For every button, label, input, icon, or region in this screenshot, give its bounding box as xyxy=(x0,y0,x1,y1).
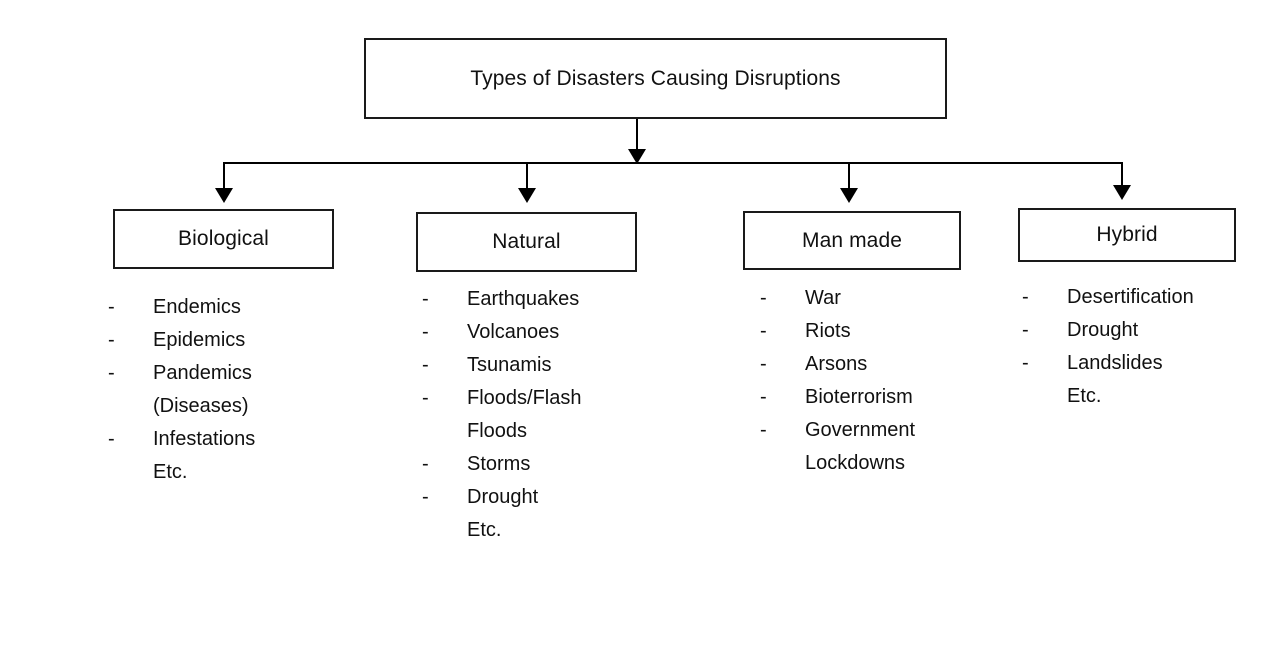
list-item: Etc. xyxy=(1022,380,1280,413)
list-item-label-man-made: Lockdowns xyxy=(805,452,906,474)
bullet-dash-icon: - xyxy=(108,362,115,384)
list-item: Floods xyxy=(422,415,722,448)
list-item-label-natural: Earthquakes xyxy=(467,288,580,310)
bullet-dash-icon xyxy=(760,447,805,480)
list-item: - Epidemics xyxy=(108,324,408,357)
category-label-biological: Biological xyxy=(178,227,269,251)
list-item-label-natural: Floods/Flash xyxy=(467,387,582,409)
list-item-label-natural: Volcanoes xyxy=(467,321,560,343)
category-box-man-made[interactable]: Man made xyxy=(743,211,961,270)
list-item-label-biological: Epidemics xyxy=(153,329,246,351)
category-box-biological[interactable]: Biological xyxy=(113,209,334,269)
list-item-label-hybrid: Landslides xyxy=(1067,352,1163,374)
category-label-hybrid: Hybrid xyxy=(1096,223,1158,247)
list-item: - Earthquakes xyxy=(422,283,722,316)
bullet-dash-icon: - xyxy=(422,486,429,508)
bullet-dash-icon: - xyxy=(422,354,429,376)
bullet-dash-icon xyxy=(422,514,467,547)
list-item: - Volcanoes xyxy=(422,316,722,349)
list-item: - Bioterrorism xyxy=(760,381,1040,414)
bullet-dash-icon xyxy=(422,415,467,448)
list-item-label-man-made: Government xyxy=(805,419,916,441)
branch-arrow-natural-icon xyxy=(518,188,536,203)
bullet-dash-icon: - xyxy=(422,453,429,475)
bullet-dash-icon: - xyxy=(422,387,429,409)
bullet-dash-icon xyxy=(108,390,153,423)
item-list-biological: - Endemics - Epidemics - Pandemics (Diseases)… xyxy=(108,291,408,489)
root-stem-arrow-icon xyxy=(628,149,646,164)
root-node-box[interactable]: Types of Disasters Causing Disruptions xyxy=(364,38,947,119)
category-box-hybrid[interactable]: Hybrid xyxy=(1018,208,1236,262)
bullet-dash-icon: - xyxy=(108,329,115,351)
bullet-dash-icon xyxy=(1022,380,1067,413)
list-item: - Arsons xyxy=(760,348,1040,381)
branch-line-biological xyxy=(223,162,225,192)
bullet-dash-icon: - xyxy=(108,296,115,318)
list-item: Lockdowns xyxy=(760,447,1040,480)
list-item-label-natural: Tsunamis xyxy=(467,354,552,376)
branch-line-natural xyxy=(526,162,528,192)
list-item-label-biological: Pandemics xyxy=(153,362,252,384)
list-item-label-natural: Floods xyxy=(467,420,528,442)
list-item: - Drought xyxy=(1022,314,1280,347)
distribution-bus-line xyxy=(224,162,1123,164)
list-item: - Endemics xyxy=(108,291,408,324)
list-item-label-biological: Infestations xyxy=(153,428,256,450)
list-item: (Diseases) xyxy=(108,390,408,423)
list-item-label-hybrid: Desertification xyxy=(1067,286,1194,308)
item-list-natural: - Earthquakes - Volcanoes - Tsunamis - Floods/F… xyxy=(422,283,722,547)
list-item: - Infestations xyxy=(108,423,408,456)
bullet-dash-icon: - xyxy=(760,353,767,375)
list-item: - Government xyxy=(760,414,1040,447)
list-item-label-biological: (Diseases) xyxy=(153,395,249,417)
bullet-dash-icon: - xyxy=(1022,352,1029,374)
root-node-label: Types of Disasters Causing Disruptions xyxy=(470,66,841,90)
list-item-label-biological: Etc. xyxy=(153,461,188,483)
list-item-label-natural: Drought xyxy=(467,486,539,508)
list-item: - Landslides xyxy=(1022,347,1280,380)
list-item: - Desertification xyxy=(1022,281,1280,314)
list-item: - Pandemics xyxy=(108,357,408,390)
bullet-dash-icon: - xyxy=(422,321,429,343)
list-item-label-man-made: War xyxy=(805,287,841,309)
bullet-dash-icon: - xyxy=(760,320,767,342)
list-item-label-hybrid: Drought xyxy=(1067,319,1139,341)
list-item-label-man-made: Arsons xyxy=(805,353,868,375)
bullet-dash-icon: - xyxy=(1022,286,1029,308)
bullet-dash-icon: - xyxy=(760,386,767,408)
category-label-natural: Natural xyxy=(492,230,561,254)
list-item-label-man-made: Riots xyxy=(805,320,851,342)
list-item: - Tsunamis xyxy=(422,349,722,382)
branch-line-hybrid xyxy=(1121,162,1123,189)
bullet-dash-icon: - xyxy=(108,428,115,450)
list-item-label-natural: Etc. xyxy=(467,519,502,541)
list-item: - Drought xyxy=(422,481,722,514)
list-item: - Floods/Flash xyxy=(422,382,722,415)
bullet-dash-icon xyxy=(108,456,153,489)
root-stem-line xyxy=(636,119,638,153)
item-list-man-made: - War - Riots - Arsons - Bioterrorism - Governmen… xyxy=(760,282,1040,480)
list-item: - Riots xyxy=(760,315,1040,348)
branch-arrow-man-made-icon xyxy=(840,188,858,203)
bullet-dash-icon: - xyxy=(760,419,767,441)
list-item-label-hybrid: Etc. xyxy=(1067,385,1102,407)
list-item: - War xyxy=(760,282,1040,315)
bullet-dash-icon: - xyxy=(1022,319,1029,341)
list-item-label-natural: Storms xyxy=(467,453,531,475)
bullet-dash-icon: - xyxy=(422,288,429,310)
branch-arrow-biological-icon xyxy=(215,188,233,203)
branch-arrow-hybrid-icon xyxy=(1113,185,1131,200)
list-item-label-man-made: Bioterrorism xyxy=(805,386,913,408)
item-list-hybrid: - Desertification - Drought - Landslides Etc. xyxy=(1022,281,1280,413)
list-item: Etc. xyxy=(108,456,408,489)
branch-line-man-made xyxy=(848,162,850,192)
list-item: - Storms xyxy=(422,448,722,481)
category-label-man-made: Man made xyxy=(801,228,903,252)
list-item: Etc. xyxy=(422,514,722,547)
list-item-label-biological: Endemics xyxy=(153,296,241,318)
bullet-dash-icon: - xyxy=(760,287,767,309)
category-box-natural[interactable]: Natural xyxy=(416,212,637,272)
